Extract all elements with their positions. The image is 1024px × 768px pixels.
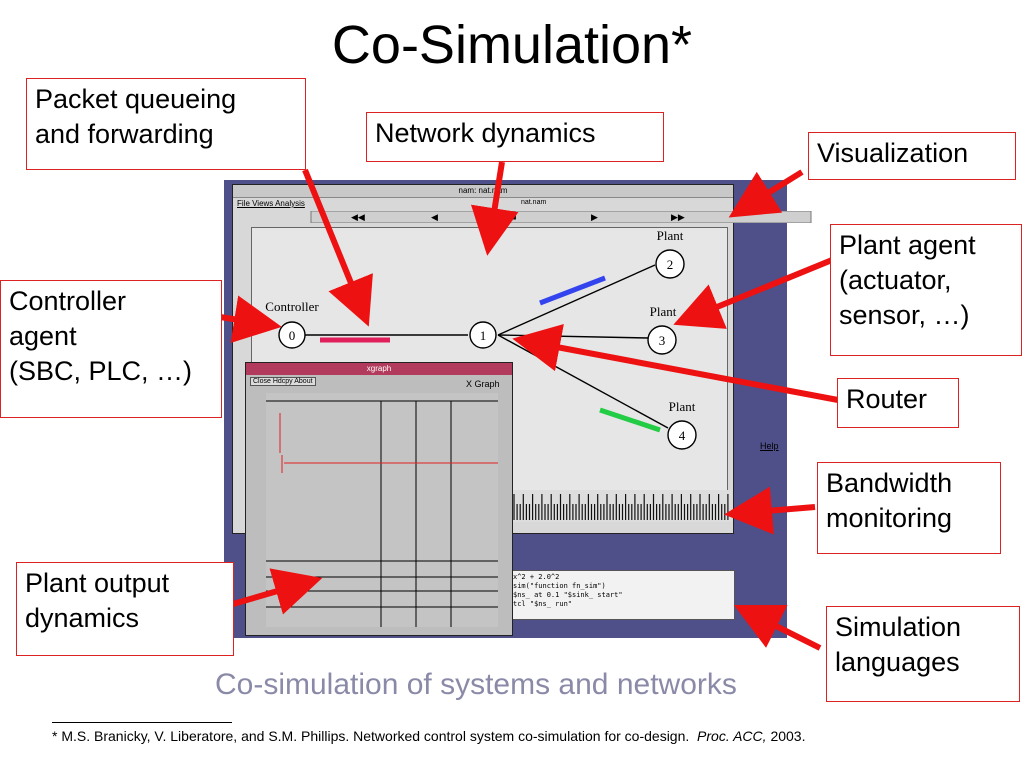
footnote-divider bbox=[52, 722, 232, 723]
sim-line: tcl "$ns_ run" bbox=[513, 600, 573, 608]
stop-icon: ■ bbox=[511, 212, 516, 222]
footnote-year: 2003. bbox=[770, 728, 806, 744]
sim-line: $ns_ at 0.1 "$sink_ start" bbox=[513, 591, 623, 599]
slide-title: Co-Simulation* bbox=[331, 15, 693, 75]
callout-controller-agent: Controller agent (SBC, PLC, …) bbox=[0, 280, 222, 418]
nam-menu-bar[interactable]: File Views Analysis bbox=[237, 199, 305, 208]
rewind-icon: ◀◀ bbox=[351, 212, 365, 222]
sim-line: sim("function fn_sim") bbox=[513, 582, 606, 590]
xgraph-label: X Graph bbox=[466, 379, 500, 389]
xgraph-plot bbox=[266, 393, 498, 627]
callout-simulation-languages: Simulation languages bbox=[826, 606, 1020, 702]
footnote: * M.S. Branicky, V. Liberatore, and S.M.… bbox=[52, 728, 805, 744]
nam-file-name: nat.nam bbox=[521, 199, 547, 206]
callout-packet-queueing: Packet queueing and forwarding bbox=[26, 78, 306, 170]
play-icon: ▶ bbox=[591, 212, 598, 222]
sim-line: x^2 + 2.0^2 bbox=[513, 573, 560, 581]
nam-window-title: nam: nat.nam bbox=[233, 185, 733, 198]
callout-plant-output: Plant output dynamics bbox=[16, 562, 234, 656]
bandwidth-monitor-strip bbox=[510, 490, 732, 522]
footnote-journal: Proc. ACC, bbox=[697, 728, 767, 744]
xgraph-window: xgraph Close Hdcpy About X Graph bbox=[245, 362, 513, 636]
simulation-language-text: x^2 + 2.0^2 sim("function fn_sim") $ns_ … bbox=[510, 570, 735, 620]
back-icon: ◀ bbox=[431, 212, 438, 222]
slide-subtitle: Co-simulation of systems and networks bbox=[215, 668, 737, 701]
footnote-text: * M.S. Branicky, V. Liberatore, and S.M.… bbox=[52, 728, 690, 744]
callout-network-dynamics: Network dynamics bbox=[366, 112, 664, 162]
nam-playback-controls[interactable]: ◀◀ ◀ ■ ▶ ▶▶ bbox=[241, 211, 881, 223]
callout-router: Router bbox=[837, 378, 959, 428]
xgraph-window-title: xgraph bbox=[246, 363, 512, 375]
forward-icon: ▶▶ bbox=[671, 212, 685, 222]
help-menu[interactable]: Help bbox=[760, 441, 779, 451]
callout-visualization: Visualization bbox=[808, 132, 1016, 180]
callout-bandwidth: Bandwidth monitoring bbox=[817, 462, 1001, 554]
xgraph-buttons[interactable]: Close Hdcpy About bbox=[250, 377, 316, 386]
callout-plant-agent: Plant agent (actuator, sensor, …) bbox=[830, 224, 1022, 356]
